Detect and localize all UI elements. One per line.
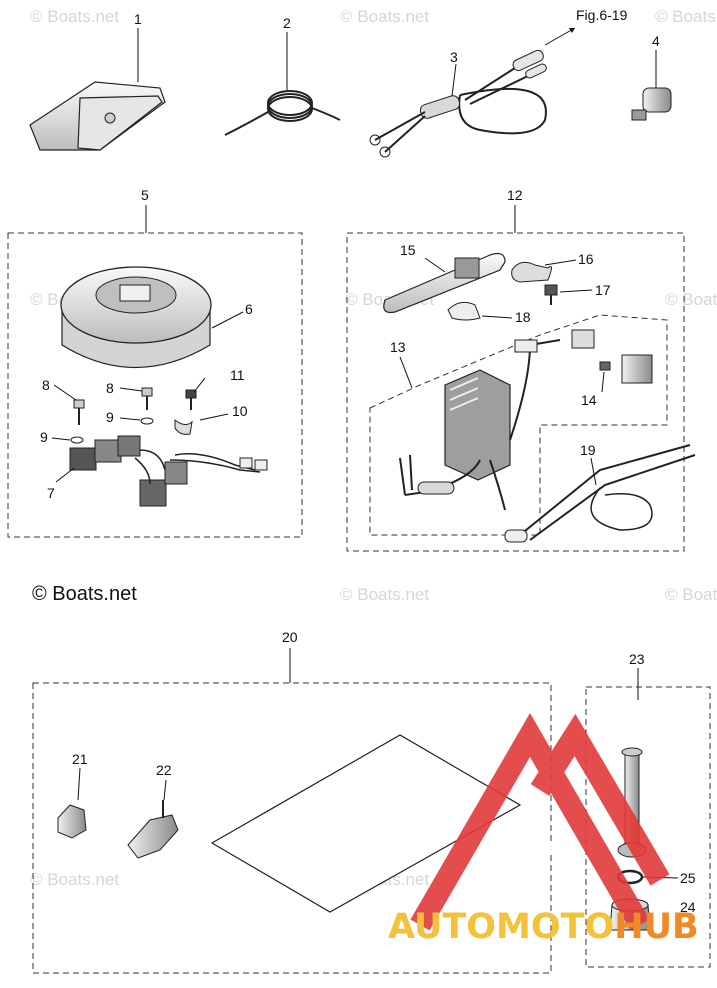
part-1-pouch: 1 bbox=[29, 11, 166, 151]
jet-parts: 21 22 bbox=[57, 734, 522, 913]
group-box-5 bbox=[7, 232, 303, 538]
label-12: 12 bbox=[507, 187, 523, 203]
label-10: 10 bbox=[232, 403, 248, 419]
label-3: 3 bbox=[450, 49, 458, 65]
label-11: 11 bbox=[230, 367, 245, 383]
watermark-text: © Boats.net bbox=[655, 7, 717, 26]
label-6: 6 bbox=[245, 301, 253, 317]
label-22: 22 bbox=[156, 762, 172, 778]
label-16: 16 bbox=[578, 251, 594, 267]
group-box-12 bbox=[346, 232, 685, 552]
label-8a: 8 bbox=[42, 377, 50, 393]
brand-name-right: HUB bbox=[614, 907, 698, 947]
label-1: 1 bbox=[134, 11, 142, 27]
label-17: 17 bbox=[595, 282, 611, 298]
label-15: 15 bbox=[400, 242, 416, 258]
copyright-text: © Boats.net bbox=[32, 583, 137, 605]
group-box-23 bbox=[585, 686, 711, 968]
brand-logo bbox=[410, 713, 670, 931]
part-2-coil: 2 bbox=[224, 15, 341, 136]
label-24: 24 bbox=[680, 899, 696, 915]
watermark-text: © Boats.net bbox=[30, 7, 119, 26]
part-4-cap: 4 bbox=[631, 33, 672, 121]
brand-name: AUTOMOTOHUB bbox=[388, 907, 699, 947]
label-23: 23 bbox=[629, 651, 645, 667]
label-13: 13 bbox=[390, 339, 406, 355]
label-25: 25 bbox=[680, 870, 696, 886]
group-box-20 bbox=[32, 682, 552, 974]
label-19: 19 bbox=[580, 442, 596, 458]
part-6-flywheel: 6 bbox=[60, 266, 253, 368]
watermark-text: © Boats.net bbox=[665, 585, 717, 604]
fig-reference: Fig.6-19 bbox=[576, 7, 628, 23]
watermark-text: © Boats.net bbox=[340, 7, 429, 26]
label-14: 14 bbox=[581, 392, 597, 408]
label-20: 20 bbox=[282, 629, 298, 645]
label-9b: 9 bbox=[106, 409, 114, 425]
label-21: 21 bbox=[72, 751, 88, 767]
brand-name-left: AUTOMOTO bbox=[388, 907, 614, 947]
stator-assembly: 7 8 8 9 9 11 10 bbox=[40, 367, 268, 507]
watermark-text: © Boats.net bbox=[340, 585, 429, 604]
part-3-harness: 3 Fig.6-19 bbox=[369, 7, 628, 158]
label-4: 4 bbox=[652, 33, 660, 49]
watermark-text: © Boats.net bbox=[30, 870, 119, 889]
label-7: 7 bbox=[47, 485, 55, 501]
rectifier-assembly: 15 16 17 18 13 14 19 bbox=[383, 242, 696, 543]
label-5: 5 bbox=[141, 187, 149, 203]
label-18: 18 bbox=[515, 309, 531, 325]
label-9a: 9 bbox=[40, 429, 48, 445]
watermark-text: © Boats.net bbox=[665, 290, 717, 309]
label-2: 2 bbox=[283, 15, 291, 31]
label-8b: 8 bbox=[106, 380, 114, 396]
group-box-13 bbox=[369, 314, 668, 536]
